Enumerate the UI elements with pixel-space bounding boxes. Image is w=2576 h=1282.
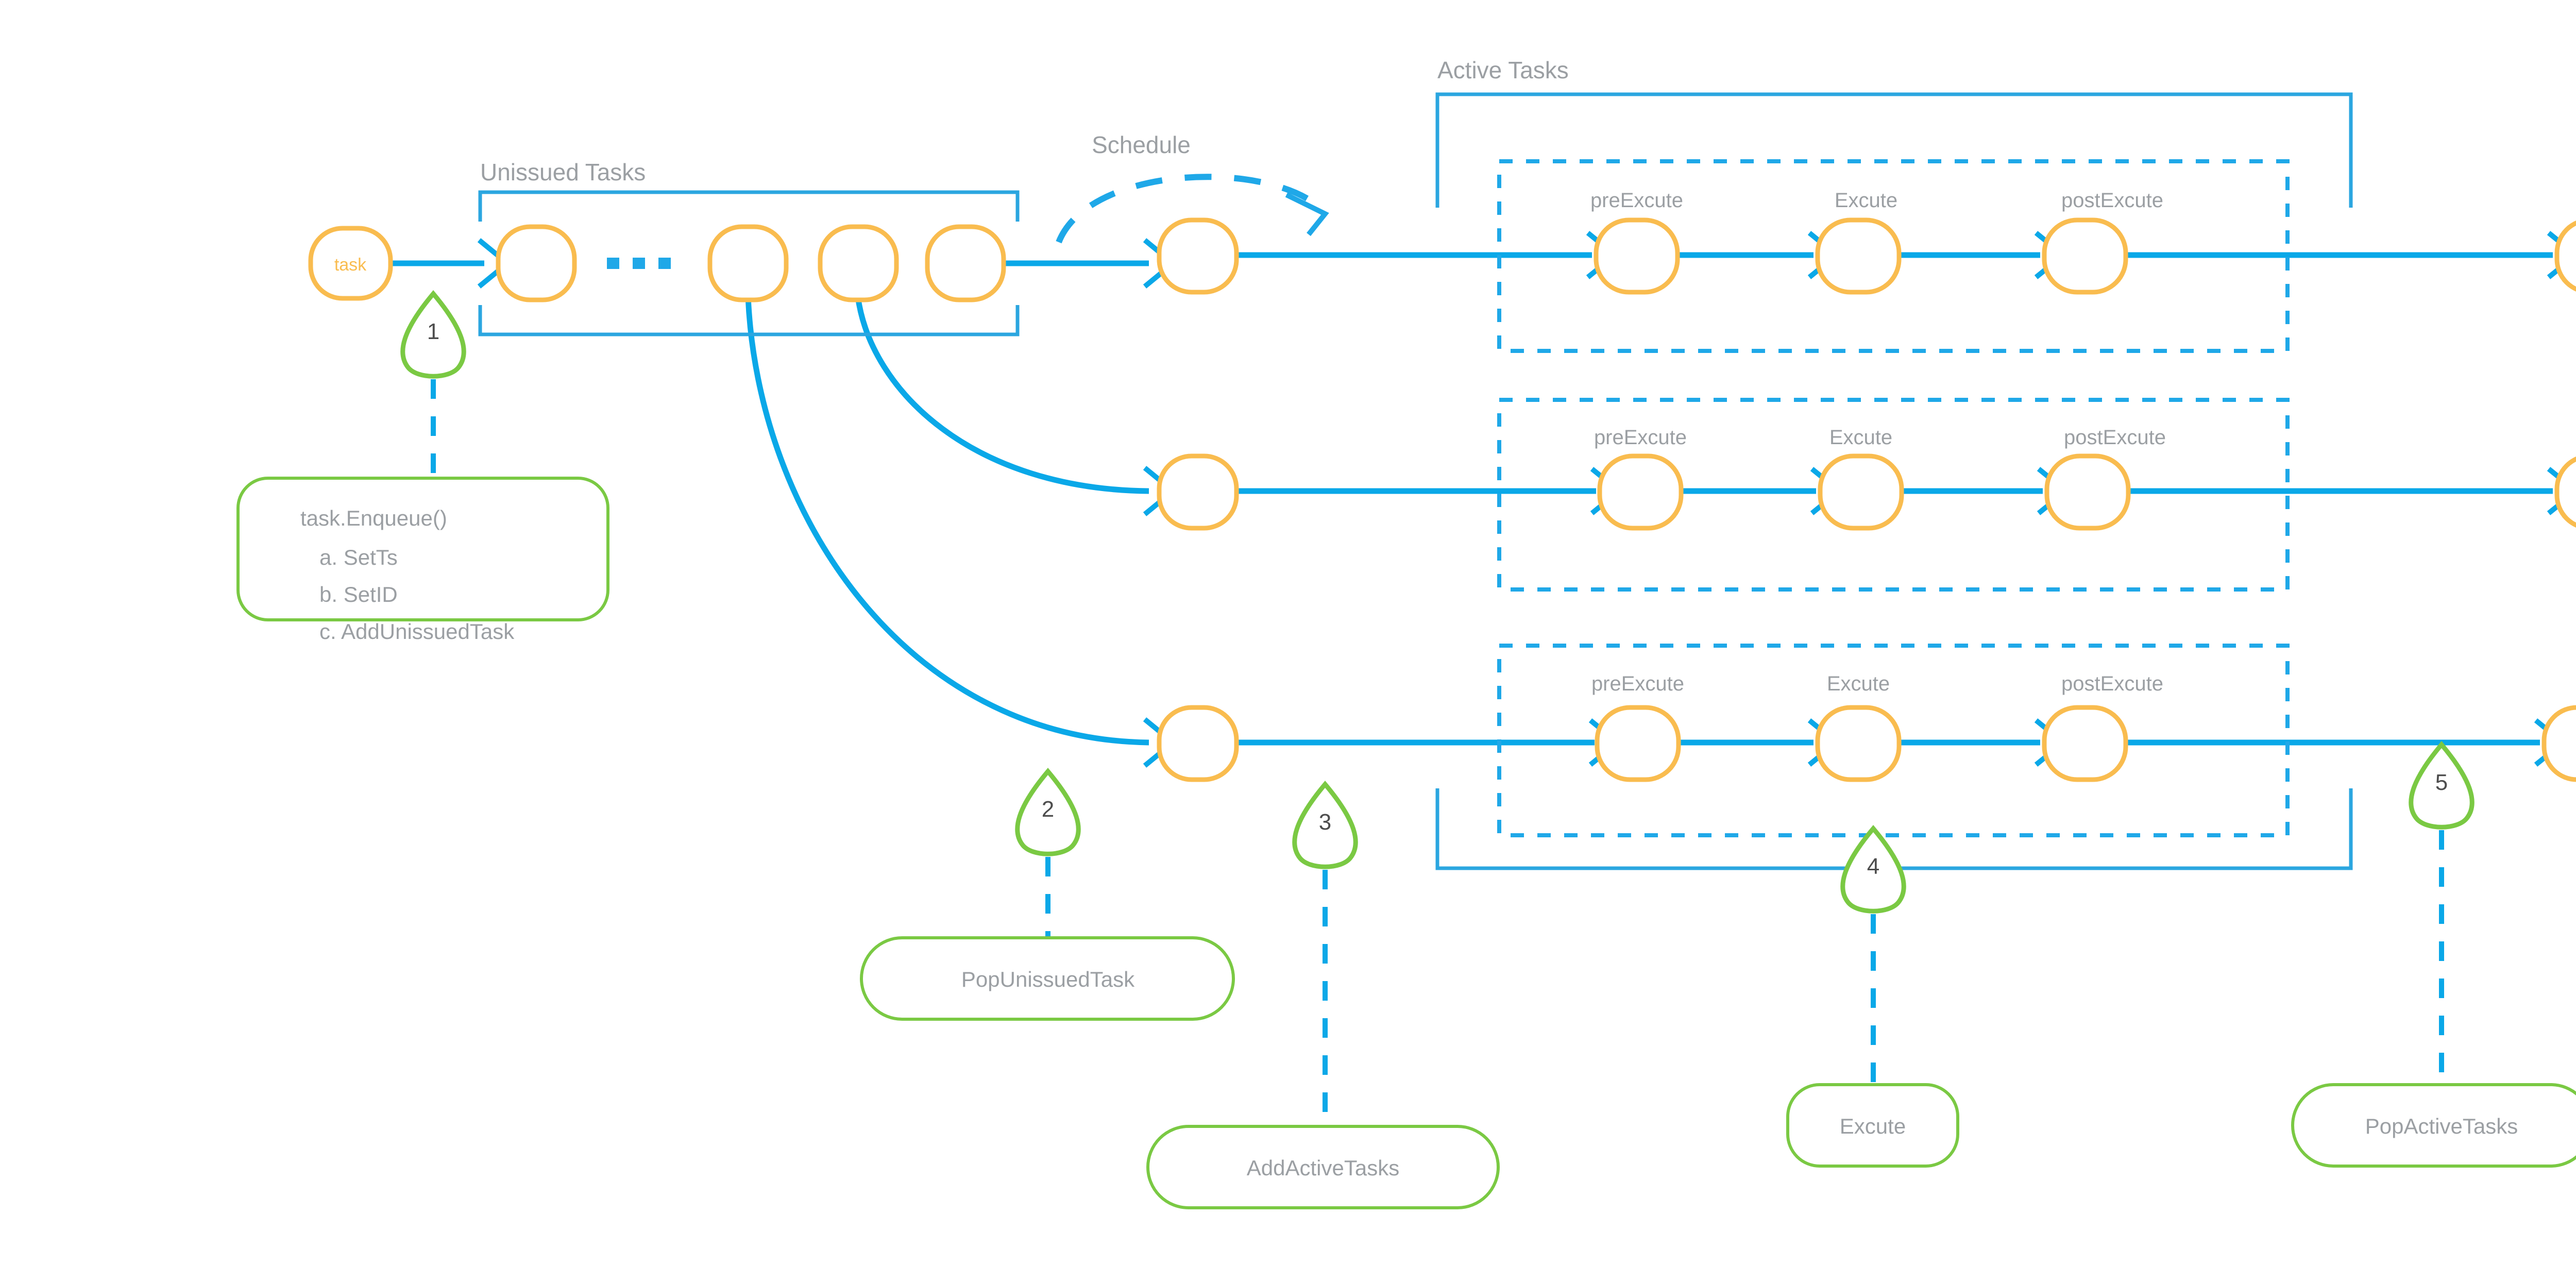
node-unissued-3[interactable]	[818, 224, 899, 302]
node-row1-excute[interactable]	[1815, 217, 1902, 295]
flow-curve-row2	[855, 296, 1177, 516]
flow-queue-to-schedule	[999, 238, 1177, 289]
marker-label-4: 4	[1867, 854, 1879, 879]
marker-label-3: 3	[1319, 809, 1331, 835]
node-row1-postexcute[interactable]	[2042, 217, 2128, 295]
node-task-label: task	[334, 255, 367, 275]
marker-drop-2[interactable]	[1015, 768, 1081, 856]
callout-enqueue-a: a. SetTs	[319, 545, 398, 569]
stage-label-row3-excute: Excute	[1827, 672, 1890, 695]
marker-drop-4[interactable]	[1840, 825, 1906, 914]
node-row3-excute[interactable]	[1815, 705, 1902, 782]
node-unissued-2[interactable]	[707, 224, 789, 302]
node-row2-preexcute[interactable]	[1597, 453, 1684, 531]
node-row2-excute[interactable]	[1818, 453, 1904, 531]
flow-row1	[1234, 231, 2576, 279]
flow-row2	[1234, 467, 2576, 515]
pipeline-box-row2	[1497, 398, 2290, 592]
node-unissued-1[interactable]	[496, 224, 577, 302]
callout-enqueue-title: task.Enqueue()	[300, 506, 447, 530]
callout-box-enqueue[interactable]	[236, 477, 609, 621]
marker-label-1: 1	[427, 319, 439, 344]
stage-label-row2-postexcute: postExcute	[2064, 426, 2166, 449]
callout-pop-unissued-label: PopUnissuedTask	[961, 967, 1135, 991]
callout-box-pop-active[interactable]	[2291, 1083, 2576, 1168]
stage-label-row3-postexcute: postExcute	[2061, 672, 2163, 695]
marker-group-1[interactable]: 1 task.Enqueue() a. SetTs b. SetID c. Ad…	[236, 290, 609, 644]
node-row1-tail[interactable]	[2554, 220, 2576, 292]
node-row3-preexcute[interactable]	[1595, 705, 1681, 782]
node-row3-postexcute[interactable]	[2042, 705, 2128, 782]
node-row1-preexcute[interactable]	[1594, 217, 1680, 295]
label-active-tasks: Active Tasks	[1437, 57, 1569, 83]
callout-pop-active-label: PopActiveTasks	[2365, 1114, 2518, 1138]
node-task[interactable]	[308, 226, 393, 301]
flow-curve-row3	[745, 296, 1177, 768]
marker-label-5: 5	[2435, 770, 2448, 795]
stage-label-row1-preexcute: preExcute	[1590, 189, 1683, 212]
node-row3-tail[interactable]	[2541, 705, 2576, 782]
schedule-arc	[1056, 174, 1329, 244]
callout-add-active-label: AddActiveTasks	[1247, 1156, 1399, 1180]
stage-label-row1-postexcute: postExcute	[2061, 189, 2163, 212]
node-unissued-4[interactable]	[925, 224, 1006, 302]
node-row3-head[interactable]	[1157, 705, 1239, 782]
marker-group-4[interactable]: 4 Excute	[1786, 825, 1959, 1168]
marker-drop-3[interactable]	[1292, 781, 1358, 869]
stage-label-row2-preexcute: preExcute	[1594, 426, 1687, 449]
pipeline-box-row1	[1497, 159, 2290, 353]
marker-drop-5[interactable]	[2409, 741, 2475, 830]
callout-excute-label: Excute	[1840, 1114, 1906, 1138]
bracket-unissued-tasks	[478, 190, 1020, 336]
ellipsis-icon	[607, 258, 671, 269]
label-unissued-tasks: Unissued Tasks	[480, 159, 646, 185]
node-row2-tail[interactable]	[2554, 456, 2576, 528]
marker-group-5[interactable]: 5 PopActiveTasks	[2291, 741, 2576, 1168]
stage-label-row3-preexcute: preExcute	[1591, 672, 1684, 695]
marker-drop-1[interactable]	[400, 290, 466, 379]
marker-label-2: 2	[1042, 797, 1054, 822]
pipeline-box-row3	[1497, 644, 2290, 837]
label-schedule: Schedule	[1092, 131, 1191, 158]
callout-enqueue-c: c. AddUnissuedTask	[319, 619, 515, 644]
marker-group-3[interactable]: 3 AddActiveTasks	[1146, 781, 1500, 1209]
callout-box-add-active[interactable]	[1146, 1125, 1500, 1209]
node-row2-postexcute[interactable]	[2044, 453, 2131, 531]
callout-enqueue-b: b. SetID	[319, 582, 398, 606]
node-row2-head[interactable]	[1157, 453, 1239, 531]
callout-box-excute[interactable]	[1786, 1083, 1959, 1168]
stage-label-row1-excute: Excute	[1835, 189, 1897, 212]
stage-label-row2-excute: Excute	[1829, 426, 1892, 449]
callout-box-pop-unissued[interactable]	[860, 936, 1235, 1021]
node-row1-head[interactable]	[1157, 217, 1239, 295]
marker-group-2[interactable]: 2 PopUnissuedTask	[860, 768, 1235, 1021]
flow-task-to-queue	[392, 238, 512, 289]
